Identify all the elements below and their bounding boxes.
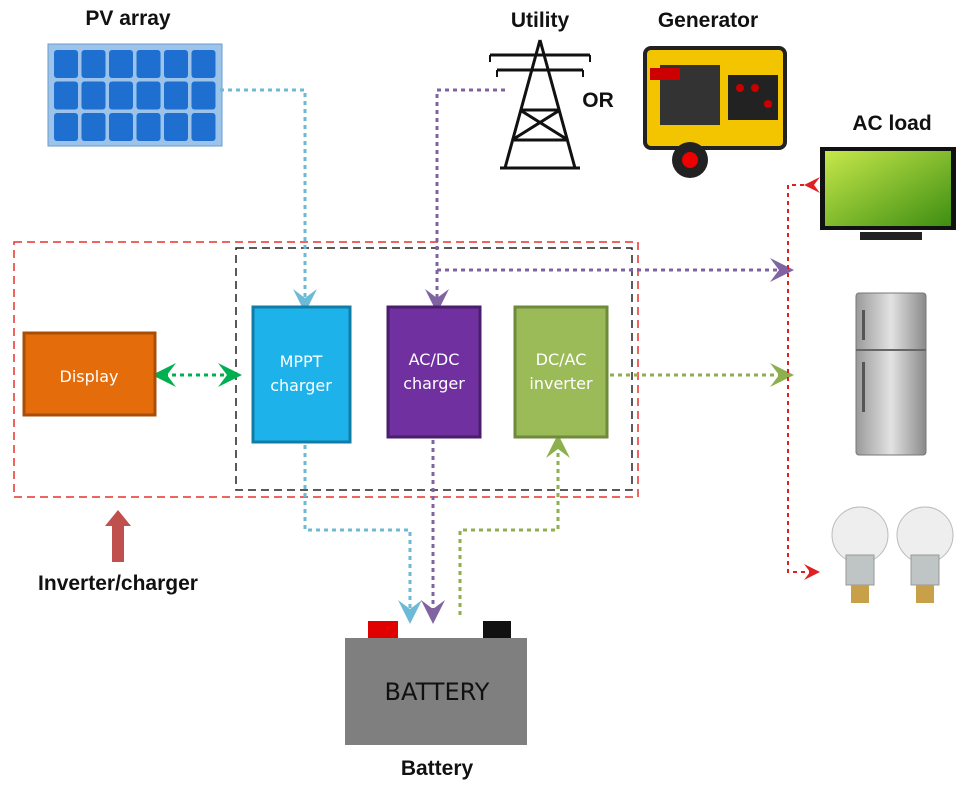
battery-icon: BATTERY bbox=[345, 621, 527, 745]
solar-cell bbox=[191, 113, 216, 141]
solar-cell bbox=[164, 50, 188, 78]
utility-to-acdc-line bbox=[425, 88, 505, 313]
solar-cell bbox=[54, 113, 78, 141]
solar-cell bbox=[109, 113, 133, 141]
dcac-line1: DC/AC bbox=[536, 350, 587, 369]
battery-text: BATTERY bbox=[385, 678, 490, 706]
solar-cell bbox=[54, 81, 78, 110]
solar-cell bbox=[81, 50, 106, 78]
utility-label: Utility bbox=[511, 9, 570, 32]
or-label: OR bbox=[582, 89, 614, 112]
battery-label: Battery bbox=[401, 757, 474, 780]
ac-load-label: AC load bbox=[852, 112, 931, 135]
solar-cell bbox=[191, 81, 216, 110]
solar-panel-icon bbox=[47, 43, 223, 147]
inverter-charger-boundary bbox=[13, 241, 639, 498]
solar-cell bbox=[164, 81, 188, 110]
acdc-line1: AC/DC bbox=[409, 350, 460, 369]
solar-cell bbox=[191, 50, 216, 78]
acdc-line2: charger bbox=[403, 374, 465, 393]
solar-cell bbox=[164, 113, 188, 141]
solar-cell bbox=[136, 81, 161, 110]
acdc-charger-block: AC/DC charger bbox=[386, 305, 482, 439]
solar-cell bbox=[81, 81, 106, 110]
transmission-tower-icon bbox=[489, 39, 591, 170]
solar-cell bbox=[81, 113, 106, 141]
generator-icon bbox=[643, 46, 787, 178]
solar-cell bbox=[109, 50, 133, 78]
inverter-charger-label: Inverter/charger bbox=[38, 572, 198, 595]
mppt-charger-block: MPPT charger bbox=[251, 305, 352, 444]
display-text: Display bbox=[60, 367, 119, 386]
battery-to-inverter-line bbox=[458, 434, 570, 615]
mppt-line1: MPPT bbox=[280, 352, 323, 371]
solar-cell bbox=[136, 50, 161, 78]
light-bulbs-icon bbox=[831, 506, 954, 603]
solar-cell bbox=[54, 50, 78, 78]
tv-icon bbox=[820, 147, 956, 240]
load-distribution-line bbox=[787, 177, 820, 580]
pv-to-mppt-line bbox=[220, 88, 317, 313]
pv-array-label: PV array bbox=[85, 7, 171, 30]
refrigerator-icon bbox=[855, 292, 927, 456]
display-block: Display bbox=[22, 331, 157, 417]
dcac-inverter-block: DC/AC inverter bbox=[513, 305, 609, 439]
mppt-line2: charger bbox=[270, 376, 332, 395]
generator-label: Generator bbox=[658, 9, 758, 32]
up-arrow-icon bbox=[105, 510, 131, 562]
dcac-line2: inverter bbox=[529, 374, 593, 393]
solar-cell bbox=[136, 113, 161, 141]
solar-cell bbox=[109, 81, 133, 110]
mppt-to-battery-line bbox=[303, 445, 422, 624]
